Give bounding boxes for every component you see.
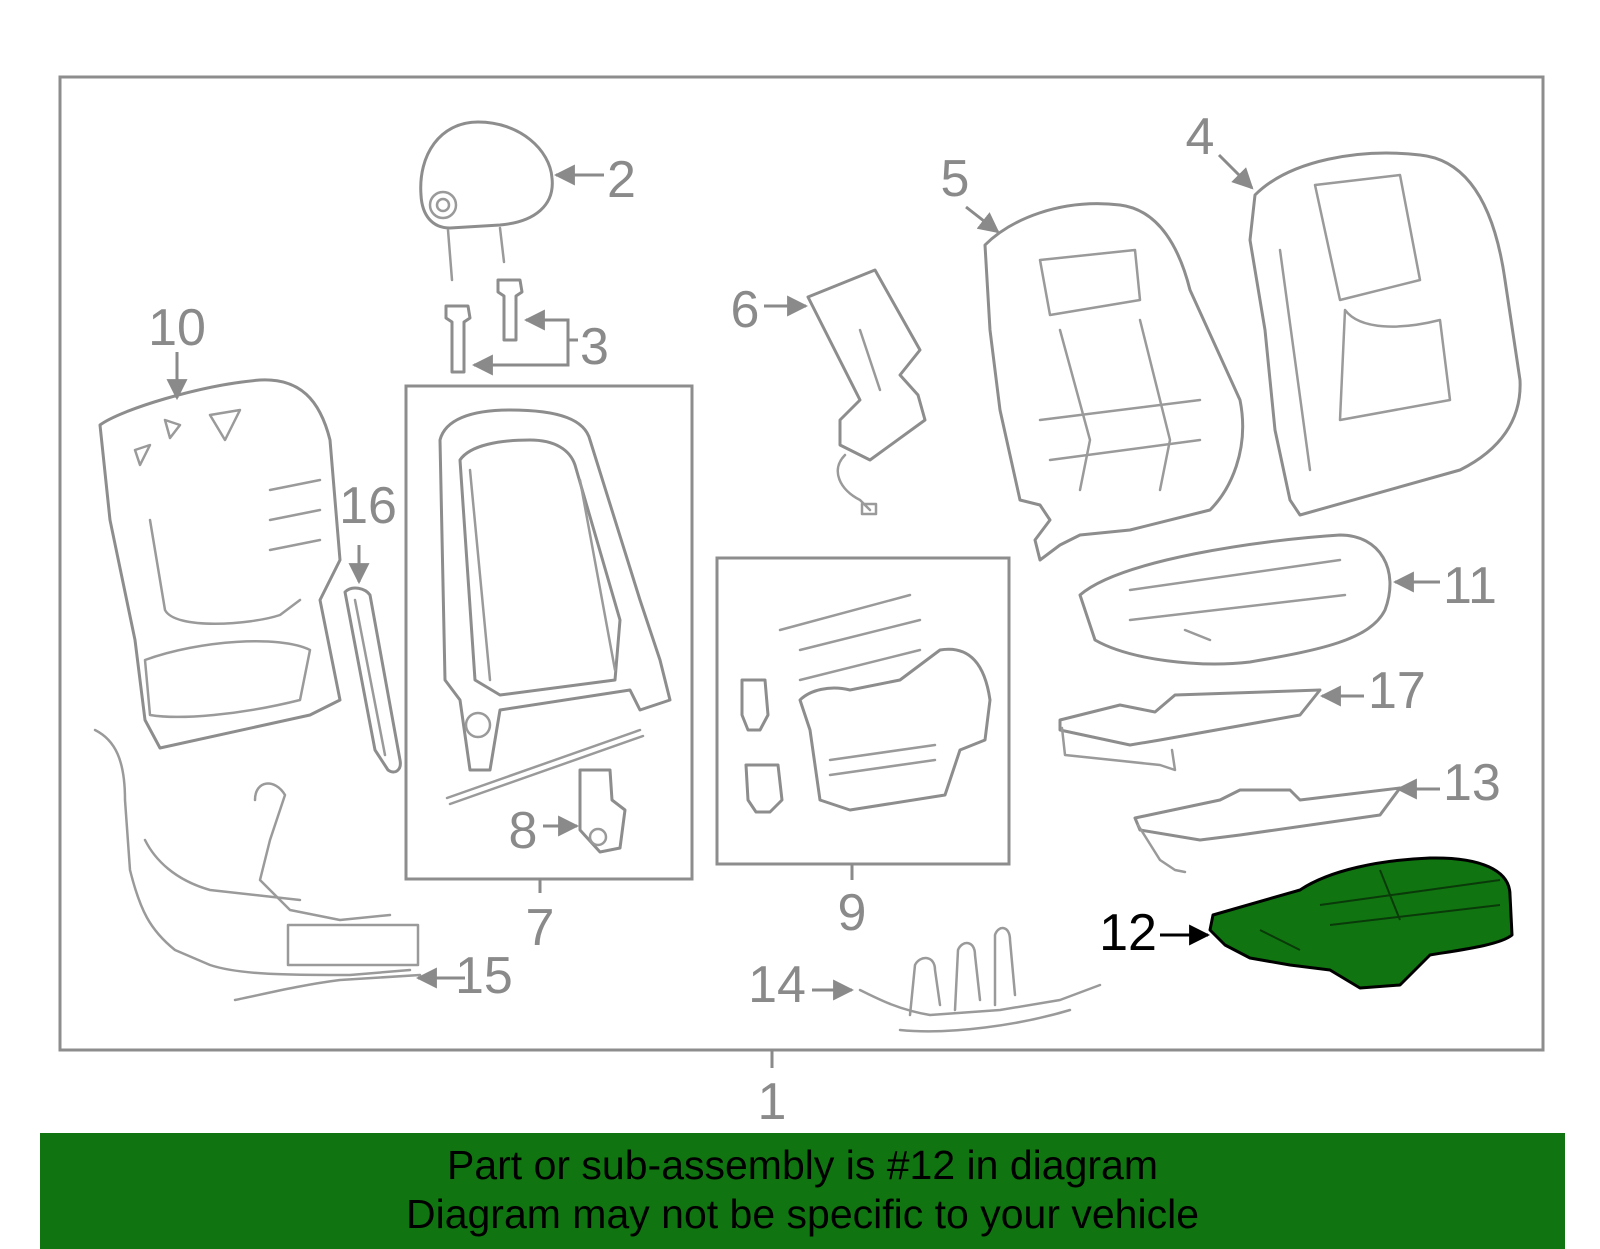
seat-motor-part[interactable]	[578, 768, 627, 854]
assembly-frame	[58, 75, 1545, 1052]
cushion-frame-box	[715, 556, 1011, 866]
callout-15: 15	[455, 947, 513, 1005]
callout-4: 4	[1186, 108, 1215, 166]
head-restraint-part[interactable]	[419, 120, 554, 282]
seatback-rear-panel-part[interactable]	[98, 378, 342, 750]
callout-13: 13	[1443, 754, 1501, 812]
callout-17: 17	[1368, 662, 1426, 720]
callout-10: 10	[148, 299, 206, 357]
callout-11: 11	[1443, 557, 1497, 615]
seatback-cover-part[interactable]	[1248, 151, 1522, 517]
callout-8: 8	[509, 802, 538, 860]
callout-16: 16	[339, 477, 397, 535]
callout-5: 5	[941, 150, 970, 208]
side-trim-panel-part[interactable]	[343, 586, 402, 774]
seatback-cushion-pad-part[interactable]	[983, 202, 1245, 562]
banner-line-disclaimer: Diagram may not be specific to your vehi…	[405, 1191, 1199, 1237]
seat-cushion-pad-part-highlighted[interactable]	[1208, 856, 1514, 990]
callout-1: 1	[758, 1073, 787, 1131]
callout-2: 2	[607, 151, 636, 209]
seatback-frame-box	[404, 384, 694, 881]
part-info-banner: Part or sub-assembly is #12 in diagram D…	[40, 1133, 1565, 1249]
callout-7: 7	[526, 899, 555, 957]
callout-6: 6	[731, 281, 760, 339]
callout-12: 12	[1099, 904, 1157, 962]
callout-9: 9	[838, 884, 867, 942]
seat-cushion-cover-part[interactable]	[1078, 533, 1392, 666]
banner-line-part-number: Part or sub-assembly is #12 in diagram	[447, 1142, 1158, 1188]
seatback-frame-part[interactable]	[438, 408, 672, 806]
callout-3: 3	[580, 318, 609, 376]
cushion-heater-pad-part[interactable]	[1058, 688, 1322, 772]
seat-cushion-frame-part[interactable]	[740, 593, 992, 814]
cushion-wiring-harness-part[interactable]	[858, 926, 1102, 1033]
head-restraint-guides-part[interactable]	[444, 278, 524, 374]
cushion-heater-element-part[interactable]	[1133, 786, 1402, 874]
seat-wiring-harness-part[interactable]	[93, 728, 422, 1002]
side-airbag-module-part[interactable]	[806, 268, 927, 516]
callout-14: 14	[748, 956, 806, 1014]
